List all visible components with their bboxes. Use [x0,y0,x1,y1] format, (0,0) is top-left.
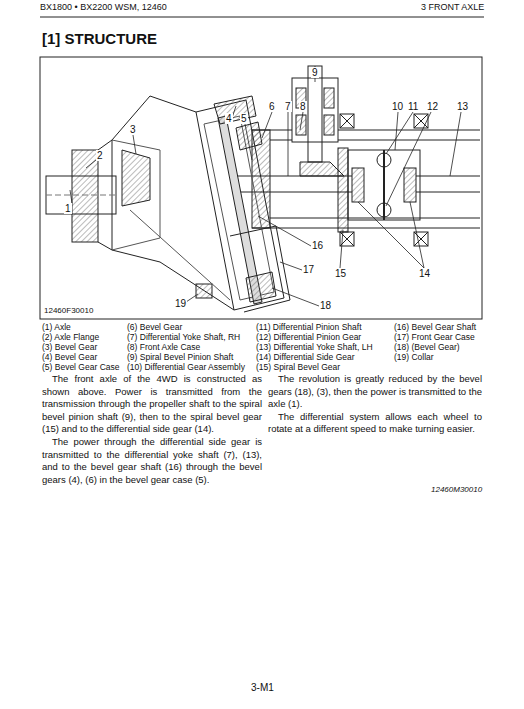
callout-number: 15 [334,268,347,279]
parts-list-item: (4) Bevel Gear [42,353,97,362]
parts-list-item: (17) Front Gear Case [394,333,475,342]
callout-number: 3 [129,124,137,135]
callout-number: 5 [240,113,248,124]
text-code: 12460M30010 [431,486,482,495]
parts-list-item: (11) Differential Pinion Shaft [256,323,362,332]
callout-number: 2 [96,150,104,161]
parts-list-item: (6) Bevel Gear [127,323,182,332]
parts-list-item: (2) Axle Flange [42,333,99,342]
body-paragraph: The power through the differential side … [42,436,262,486]
callout-number: 13 [456,101,469,112]
header-rule [40,17,484,18]
callout-number: 18 [319,300,332,311]
callout-number: 7 [284,101,292,112]
callout-number: 19 [174,298,187,309]
parts-list-item: (8) Front Axle Case [127,343,200,352]
callout-number: 14 [418,268,431,279]
parts-list-item: (9) Spiral Bevel Pinion Shaft [127,353,233,362]
body-paragraph: The revolution is greatly reduced by the… [268,373,482,411]
page-header: 3 FRONT AXLE [421,3,484,13]
section-title: [1] STRUCTURE [42,31,157,48]
parts-list-item: (16) Bevel Gear Shaft [394,323,476,332]
leader-lines [70,66,461,306]
callout-number: 11 [407,101,419,112]
callout-number: 4 [225,113,233,124]
body-paragraph: The front axle of the 4WD is constructed… [42,373,262,436]
figure-frame [40,57,482,319]
callout-number: 1 [64,203,72,214]
parts-list-item: (19) Collar [394,353,434,362]
parts-list-item: (3) Bevel Gear [42,343,97,352]
section-drawing [46,66,480,312]
body-paragraph: The differential system allows each whee… [268,411,482,436]
parts-list-item: (7) Differential Yoke Shaft, RH [127,333,240,342]
callout-number: 8 [299,101,307,112]
page-header: BX1800 • BX2200 WSM, 12460 [40,3,167,13]
parts-list-item: (13) Differential Yoke Shaft, LH [256,343,373,352]
parts-list-item: (15) Spiral Bevel Gear [256,363,340,372]
text-column: The front axle of the 4WD is constructed… [42,373,262,486]
parts-list-item: (18) (Bevel Gear) [394,343,460,352]
parts-list-item: (10) Differential Gear Assembly [127,363,245,372]
text-column: The revolution is greatly reduced by the… [268,373,482,436]
parts-list-item: (12) Differential Pinion Gear [256,333,361,342]
parts-list-item: (14) Differential Side Gear [256,353,355,362]
parts-list-item: (5) Bevel Gear Case [42,363,119,372]
callout-number: 12 [426,101,439,112]
callout-number: 9 [311,67,319,78]
figure-code: 12460F30010 [44,307,93,316]
callout-number: 17 [302,264,315,275]
parts-list-item: (1) Axle [42,323,71,332]
callout-number: 6 [268,101,276,112]
callout-number: 10 [391,101,404,112]
callout-number: 16 [311,240,324,251]
page-number: 3-M1 [251,682,274,693]
